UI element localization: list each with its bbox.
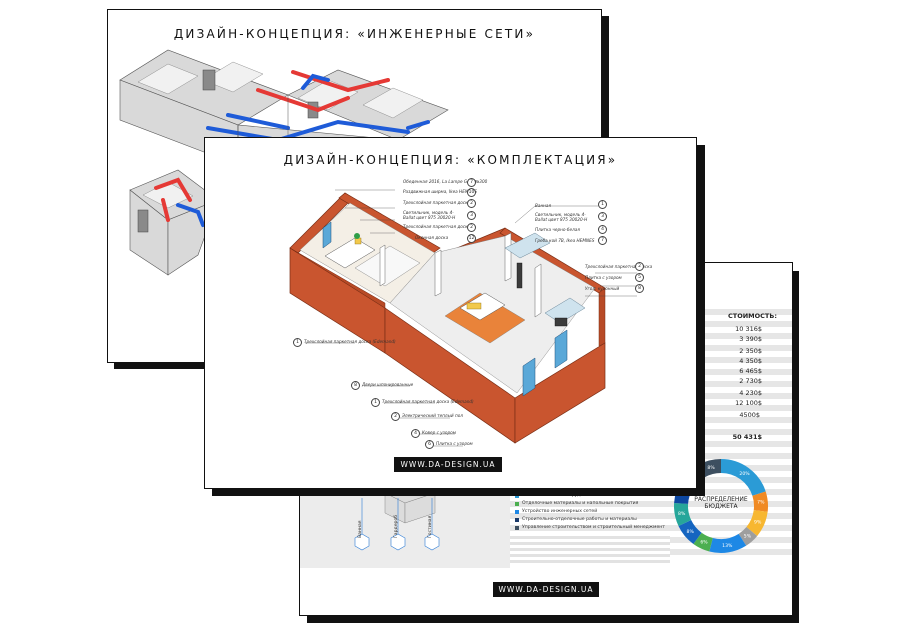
callout-label: Светильник, модель 4-Ballat цвет 875 300… [535,212,588,222]
legend-swatch [515,502,519,506]
sheet-title-komplektatsiya: ДИЗАЙН-КОНЦЕПЦИЯ: «КОМПЛЕКТАЦИЯ» [283,153,618,167]
donut-segment-label: 7% [757,500,765,506]
callout-number: 1 [371,398,380,407]
callout-label: Раздвижная ширма, Ikea HEMNES [403,189,477,194]
room-label: Гардероб [394,514,399,538]
donut-title: РАСПРЕДЕЛЕНИЕ БЮДЖЕТА [694,496,748,510]
legend-item: Управление строительством и строительный… [522,525,665,530]
sheet-title-engineering: ДИЗАЙН-КОНЦЕПЦИЯ: «ИНЖЕНЕРНЫЕ СЕТИ» [173,27,536,41]
footer-url-budget[interactable]: WWW.DA-DESIGN.UA [493,582,599,597]
room-label: Гостиная [428,515,433,538]
apartment-isometric-drawing [289,189,637,447]
callout-number: 3 [467,211,476,220]
callout-number: 8 [351,381,360,390]
callout-label: Трехслойная паркетная доска [403,200,471,205]
cost-value: 4 230$ [739,389,762,397]
callout-label: Трехслойная паркетная доска (Edemand) [382,399,474,404]
callout-number: 8 [635,284,644,293]
callout-number: 4 [411,429,420,438]
legend-swatch [515,526,519,530]
donut-segment-label: 5% [744,534,752,540]
donut-segment [738,526,758,546]
legend-item: Строительно-отделочные работы и материал… [522,517,637,522]
callout-label: Угол: кухонный [585,286,620,291]
callout-label: Трехслойная паркетная доска [585,264,653,269]
legend-swatch [515,518,519,522]
cost-value: 6 465$ [739,367,762,375]
donut-segment-label: 8% [707,465,715,471]
cost-value: 2 730$ [739,377,762,385]
callout-number: 2 [467,199,476,208]
legend-swatch [515,510,519,514]
callout-number: 2 [467,223,476,232]
building-isometric-drawing [354,488,440,551]
donut-segment [674,503,692,527]
callout-number: 12 [467,234,476,243]
callout-number: 3 [598,212,607,221]
donut-segment-label: 13% [722,543,733,549]
cost-value: 4500$ [739,411,760,419]
callout-label: Оконная доска [415,235,449,240]
cost-value: 12 100$ [735,399,762,407]
callout-label: Плитка с узором [436,441,473,446]
callout-label: Греба кой 7B, Ikea HEMNES [535,238,595,243]
callout-number: 2 [391,412,400,421]
cost-value: 2 350$ [739,347,762,355]
sheet-komplektatsiya[interactable]: ДИЗАЙН-КОНЦЕПЦИЯ: «КОМПЛЕКТАЦИЯ» [204,137,697,489]
legend-swatch [515,494,519,498]
callout-number: 7 [467,178,476,187]
cost-header: СТОИМОСТЬ: [728,312,777,320]
callout-number: 2 [635,262,644,271]
cost-value: 4 350$ [739,357,762,365]
legend-item: Устройство инженерных сетей [522,509,598,514]
donut-segment-label: 20% [739,471,750,477]
callout-number: 1 [293,338,302,347]
donut-segment-label: 6% [700,540,708,546]
callout-number: 5 [635,273,644,282]
callout-label: Электрический теплый пол [402,413,463,418]
callout-number: 6 [425,440,434,449]
legend-stripes [510,533,670,563]
legend-item: Отделочные материалы и напольные покрыти… [522,501,639,506]
donut-segment [709,533,747,553]
callout-number: 7 [598,236,607,245]
donut-segment [746,509,768,536]
callout-label: Плитка черно-белая [535,227,580,232]
room-label: Ванная [358,520,363,538]
cost-value: 3 390$ [739,335,762,343]
donut-segment-label: 8% [678,511,686,517]
callout-number: 1 [598,200,607,209]
callout-number: 10 [467,188,476,197]
callout-label: Ковер с узором [422,430,456,435]
donut-segment-label: 8% [687,529,695,535]
donut-segment [678,519,702,545]
callout-label: Трехслойная паркетная доска [403,224,471,229]
callout-number: 4 [598,225,607,234]
cost-total: 50 431$ [732,433,762,441]
callout-label: Плитка с узором [585,275,622,280]
callout-label: Трехслойная паркетная доска (Edemand) [304,339,396,344]
callout-label: Обеденная 2016, La Lampe Gras №300 [403,179,488,184]
callout-label: Ванная [535,203,551,208]
donut-segment [752,491,768,512]
donut-segment [720,459,766,497]
donut-segment-label: 9% [754,519,762,525]
donut-segment [693,532,714,552]
cost-value: 10 316$ [735,325,762,333]
callout-label: Светильник, модель 4-Ballat цвет 875 300… [403,210,456,220]
footer-url-front[interactable]: WWW.DA-DESIGN.UA [394,457,502,472]
callout-label: Двери шпонированные [362,382,414,387]
